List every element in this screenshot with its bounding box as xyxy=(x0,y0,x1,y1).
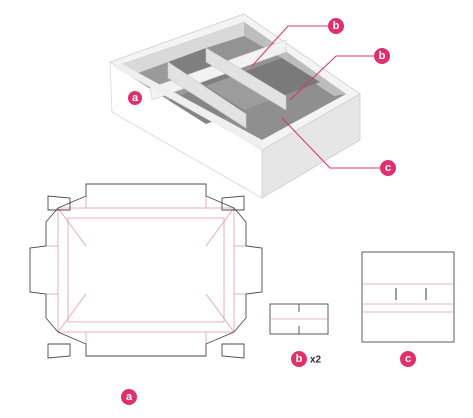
badge-divider-b-mid: b xyxy=(374,48,390,64)
compartment xyxy=(206,36,282,72)
badge-divider-b-top: b xyxy=(328,18,344,34)
badge-dieline-a: a xyxy=(121,389,137,405)
fold-lines xyxy=(46,196,246,344)
badge-label: b xyxy=(333,20,340,32)
box-right-wall xyxy=(261,93,361,199)
callout-line-b-mid xyxy=(289,55,376,101)
compartment xyxy=(206,72,282,110)
badge-label: b xyxy=(379,50,386,62)
callout-lines xyxy=(251,25,380,169)
insert-outline xyxy=(361,251,455,343)
badge-label: a xyxy=(126,391,133,403)
divider-short xyxy=(205,47,287,111)
dieline-b xyxy=(269,303,329,335)
dieline-b-multiplier: x2 xyxy=(310,355,322,366)
tab-bottom-left xyxy=(47,343,71,359)
box-inner-front-lip xyxy=(112,64,262,150)
dieline-c xyxy=(361,251,455,343)
tab-top-right xyxy=(221,195,245,211)
badge-dieline-b: b xyxy=(291,351,307,367)
tab-bottom-right xyxy=(221,343,245,359)
callout-line-b-top xyxy=(251,25,330,67)
badge-dieline-c: c xyxy=(400,351,416,367)
badge-label: a xyxy=(132,92,139,104)
box-inner-back-left xyxy=(122,22,244,76)
divider-short xyxy=(167,61,247,129)
cut-lines xyxy=(29,183,263,357)
badge-label: c xyxy=(385,162,391,174)
badge-insert-c: c xyxy=(380,160,396,176)
box-inner-back-right xyxy=(244,22,346,96)
badge-box-a: a xyxy=(128,91,142,105)
compartment xyxy=(168,48,244,86)
compartment xyxy=(244,58,320,96)
badge-label: b xyxy=(296,353,303,365)
box-illustration xyxy=(109,13,361,199)
callout-line-c xyxy=(281,117,380,169)
dieline-a xyxy=(29,183,263,359)
badge-label: c xyxy=(405,353,411,365)
tab-top-left xyxy=(47,195,71,211)
